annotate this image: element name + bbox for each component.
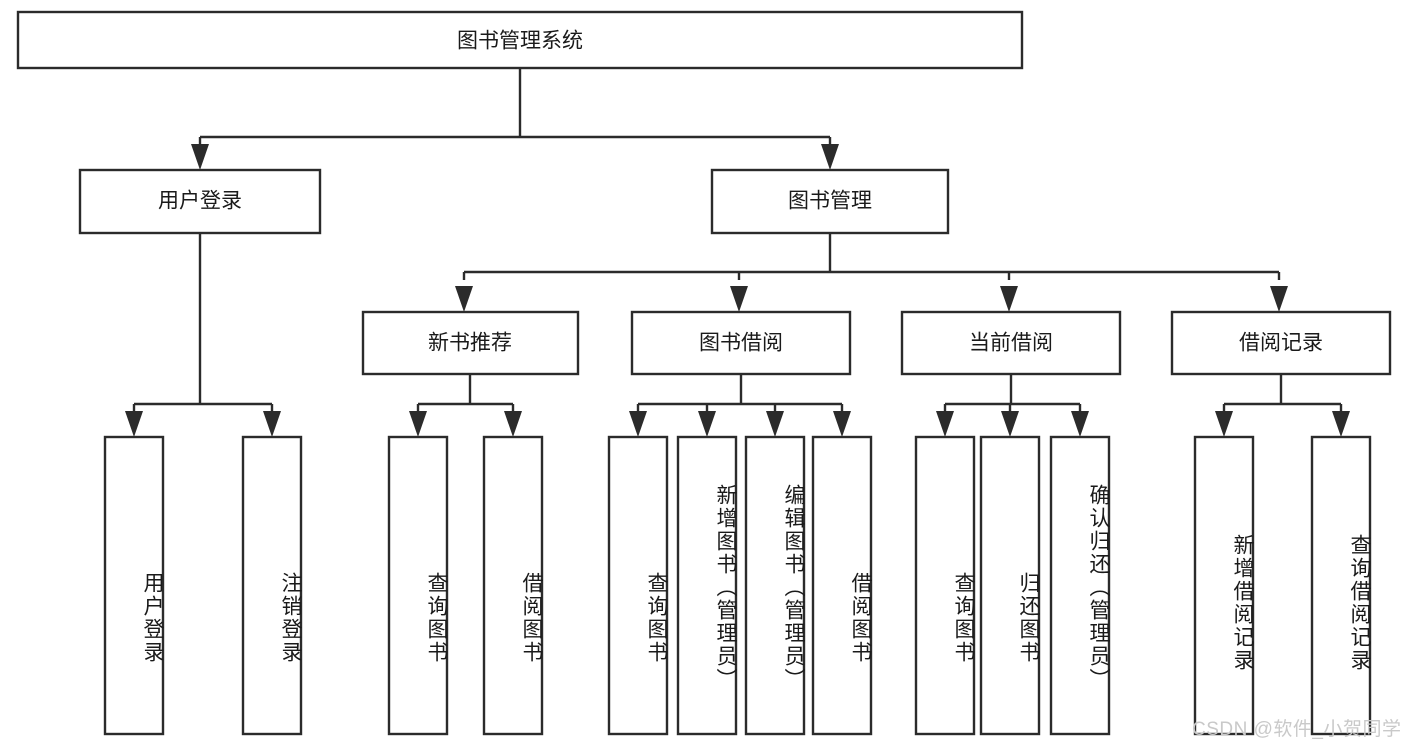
arrow-head-leaf-newbook-1: [409, 411, 427, 437]
node-borrow-record-label: 借阅记录: [1239, 332, 1323, 355]
leaf-current-borrow-2[interactable]: [1049, 435, 1111, 736]
leaf-borrow-record-0[interactable]: [1193, 435, 1255, 736]
arrow-head-leaf-bookborrow-3: [766, 411, 784, 437]
arrow-head-leaf-borrowrecord-1: [1215, 411, 1233, 437]
watermark-label: CSDN @软件_小贺同学: [1192, 719, 1402, 740]
node-book-management-label: 图书管理: [788, 190, 872, 213]
leaf-book-borrow-2[interactable]: [744, 435, 806, 736]
leaf-current-borrow-1[interactable]: [979, 435, 1041, 736]
arrow-head-currentborrow: [1000, 286, 1018, 312]
arrow-head-leaf-user-1: [125, 411, 143, 437]
arrow-head-leaf-currentborrow-1: [936, 411, 954, 437]
arrow-head-leaf-newbook-2: [504, 411, 522, 437]
leaf-current-borrow-0[interactable]: [914, 435, 976, 736]
leaf-book-borrow-3[interactable]: [811, 435, 873, 736]
node-borrow-record[interactable]: [1170, 310, 1392, 376]
arrow-head-leaf-bookborrow-2: [698, 411, 716, 437]
arrow-head-userlogin: [191, 144, 209, 170]
leaf-user-login-1[interactable]: [241, 435, 303, 736]
arrow-head-leaf-borrowrecord-2: [1332, 411, 1350, 437]
arrow-head-bookborrow: [730, 286, 748, 312]
arrow-head-leaf-bookborrow-4: [833, 411, 851, 437]
leaf-user-login-0[interactable]: [103, 435, 165, 736]
node-root[interactable]: [16, 10, 1024, 70]
node-book-borrow-label: 图书借阅: [699, 332, 783, 355]
node-user-login-label: 用户登录: [158, 190, 242, 213]
node-book-management[interactable]: [710, 168, 950, 235]
leaf-book-borrow-0[interactable]: [607, 435, 669, 736]
arrow-head-borrowrecord: [1270, 286, 1288, 312]
node-current-borrow[interactable]: [900, 310, 1122, 376]
arrow-head-leaf-bookborrow-1: [629, 411, 647, 437]
arrow-head-leaf-currentborrow-2: [1001, 411, 1019, 437]
node-new-book-recommend[interactable]: [361, 310, 580, 376]
leaf-borrow-record-1[interactable]: [1310, 435, 1372, 736]
arrow-head-leaf-user-2: [263, 411, 281, 437]
node-root-label: 图书管理系统: [457, 30, 583, 53]
arrow-head-leaf-currentborrow-3: [1071, 411, 1089, 437]
connector-group: [125, 68, 1350, 437]
node-new-book-recommend-label: 新书推荐: [428, 332, 512, 355]
leaf-book-borrow-1[interactable]: [676, 435, 738, 736]
node-current-borrow-label: 当前借阅: [969, 332, 1053, 355]
node-user-login[interactable]: [78, 168, 322, 235]
node-book-borrow[interactable]: [630, 310, 852, 376]
leaf-new-book-0[interactable]: [387, 435, 449, 736]
arrow-head-bookmgmt: [821, 144, 839, 170]
arrow-head-newbook: [455, 286, 473, 312]
leaf-new-book-1[interactable]: [482, 435, 544, 736]
